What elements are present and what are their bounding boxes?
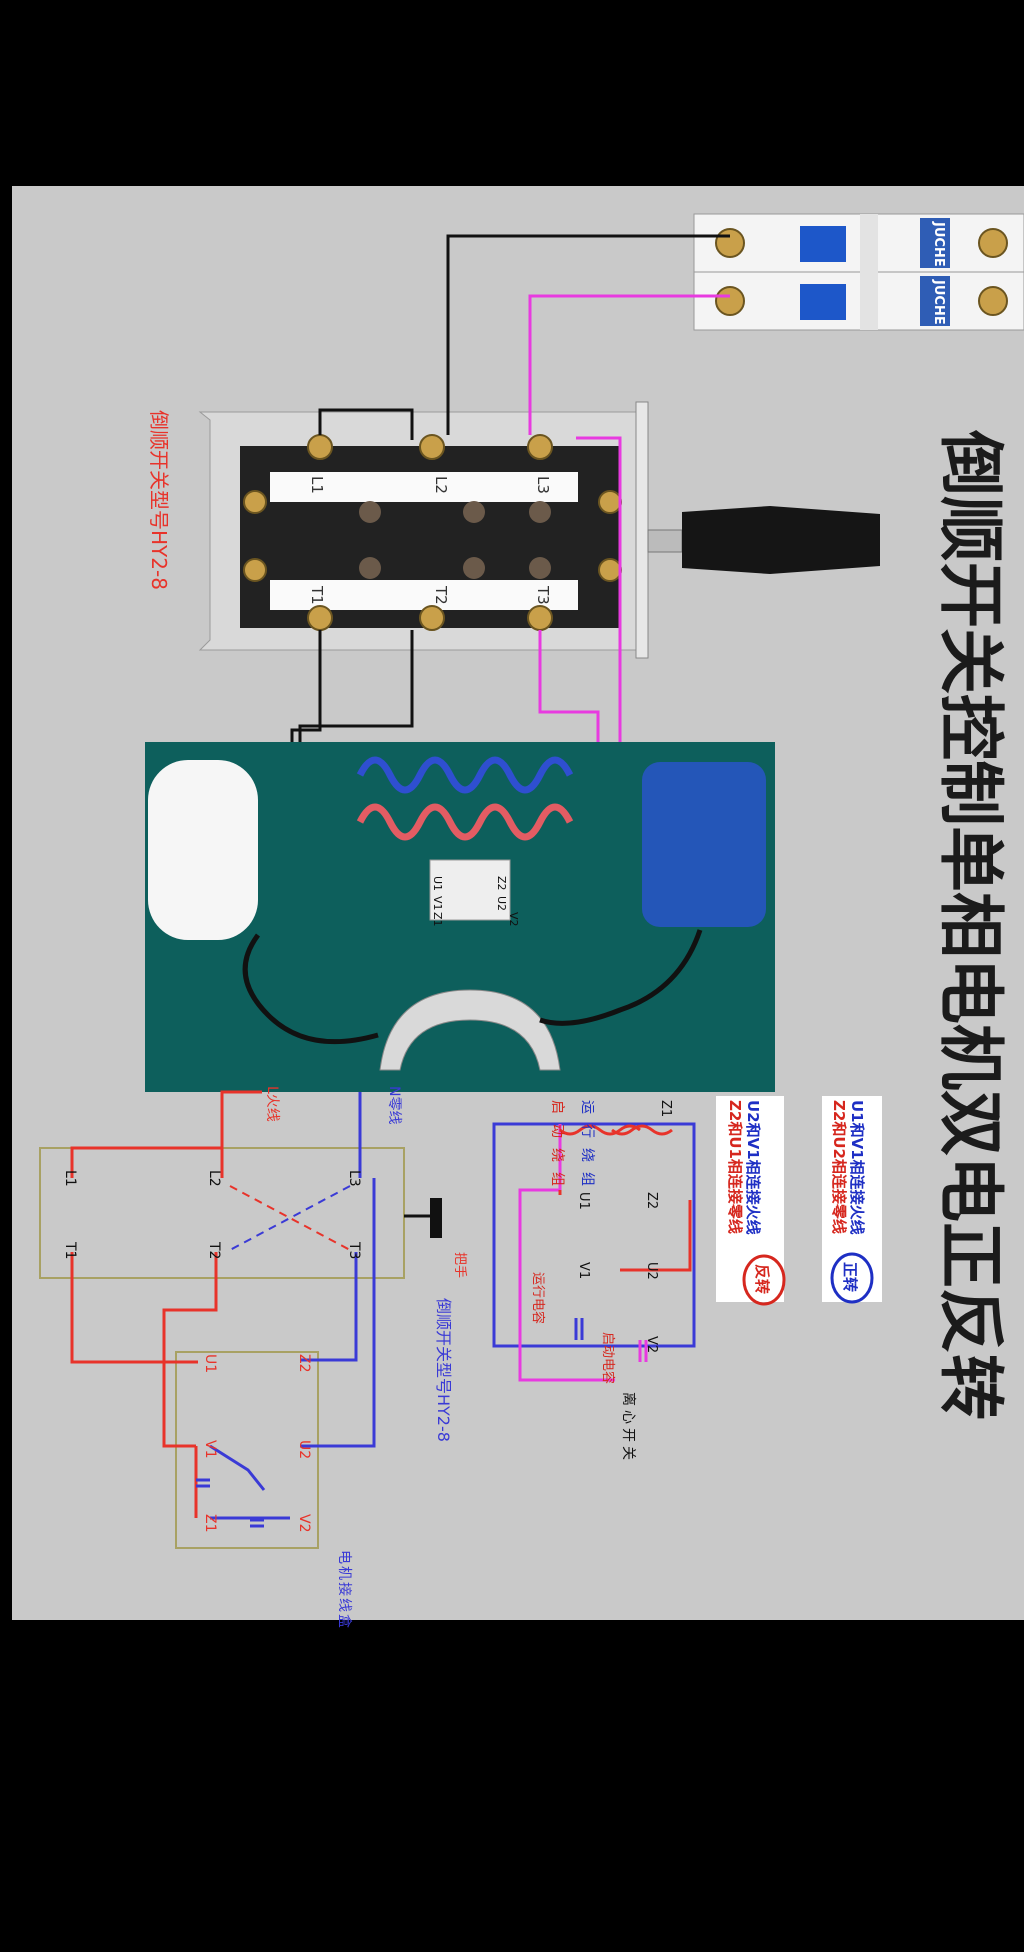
md-label-u1: U1 (576, 1192, 591, 1210)
sch-v1: V1 (202, 1440, 218, 1458)
sch-z2: Z2 (296, 1354, 312, 1373)
reverse-badge: 反转 (753, 1264, 771, 1294)
schematic (39, 1090, 442, 1549)
forward-badge: 正转 (841, 1262, 859, 1292)
start-cap-label: 启动电容 (600, 1332, 616, 1384)
motor-term-u1: U1 (431, 876, 444, 891)
start-capacitor-icon (148, 760, 258, 940)
screw-icon (978, 228, 1008, 258)
handle-label: 把手 (452, 1252, 467, 1278)
run-capacitor-icon (642, 762, 766, 927)
reverse-line1: U2和V1相连接火线 (744, 1100, 762, 1235)
md-label-v2: V2 (644, 1336, 659, 1353)
reverse-line2: Z2和U1相连接零线 (726, 1100, 744, 1234)
sch-l1: L1 (62, 1170, 78, 1187)
live-label: L火线 (264, 1086, 280, 1122)
md-label-z2: Z2 (644, 1192, 659, 1209)
motor-box-label: 电机接线盒 (336, 1550, 353, 1630)
md-label-z1: Z1 (658, 1100, 673, 1117)
reversing-switch: L1 L2 L3 T1 T2 T3 (198, 401, 880, 659)
md-label-u2: U2 (644, 1262, 659, 1280)
md-label-v1: V1 (576, 1262, 591, 1279)
motor-term-z1: Z1 (431, 912, 444, 927)
switch-knob-icon (682, 506, 880, 574)
circuit-breaker-pair: JUCHE JUCHE (693, 213, 1024, 331)
forward-line1: U1和V1相连接火线 (848, 1100, 866, 1235)
centrifugal-switch-icon (379, 989, 561, 1071)
sch-l3: L3 (346, 1170, 362, 1187)
breaker-brand: JUCHE (931, 221, 946, 267)
sch-t3: T3 (346, 1241, 362, 1259)
terminal-l3: L3 (534, 476, 552, 494)
run-winding-label: 运行绕组 (579, 1100, 595, 1196)
sch-u2: U2 (296, 1440, 312, 1459)
sch-v2: V2 (296, 1514, 312, 1532)
sch-u1: U1 (202, 1354, 218, 1373)
sch-l2: L2 (206, 1170, 222, 1187)
motor-term-v2: V2 (507, 912, 520, 927)
terminal-l1: L1 (308, 476, 326, 494)
centrifugal-switch-label: 离心开关 (620, 1392, 637, 1464)
breaker-brand: JUCHE (931, 279, 946, 325)
neutral-label: N零线 (386, 1086, 402, 1124)
start-winding-label: 启动绕组 (549, 1100, 565, 1196)
terminal-t1: T1 (308, 585, 326, 605)
motor-photo: Z2 U2 U1 V1 V2 Z1 (145, 742, 775, 1092)
motor-term-u2: U2 (495, 896, 508, 911)
motor-terminal-block (429, 859, 511, 921)
screw-icon (978, 286, 1008, 316)
legend-forward: U1和V1相连接火线 Z2和U2相连接零线 正转 (822, 1096, 882, 1304)
motor-term-z2: Z2 (495, 876, 508, 891)
sch-t2: T2 (206, 1241, 222, 1259)
page-title: 倒顺开关控制单相电机双电正反转 (932, 429, 1009, 1420)
screw-icon (715, 228, 745, 258)
screw-icon (715, 286, 745, 316)
motor-term-v1: V1 (431, 896, 444, 911)
terminal-t2: T2 (432, 585, 450, 605)
terminal-l2: L2 (432, 476, 450, 494)
run-cap-label: 运行电容 (530, 1272, 546, 1324)
schematic-switch-model: 倒顺开关型号HY2-8 (434, 1298, 453, 1442)
sch-z1: Z1 (202, 1514, 218, 1533)
forward-line2: Z2和U2相连接零线 (830, 1100, 848, 1234)
motor-winding-diagram (492, 1122, 696, 1382)
switch-model-label: 倒顺开关型号HY2-8 (147, 410, 171, 590)
sch-t1: T1 (62, 1241, 78, 1259)
legend-reverse: U2和V1相连接火线 Z2和U1相连接零线 反转 (716, 1096, 786, 1306)
terminal-t3: T3 (534, 585, 552, 605)
